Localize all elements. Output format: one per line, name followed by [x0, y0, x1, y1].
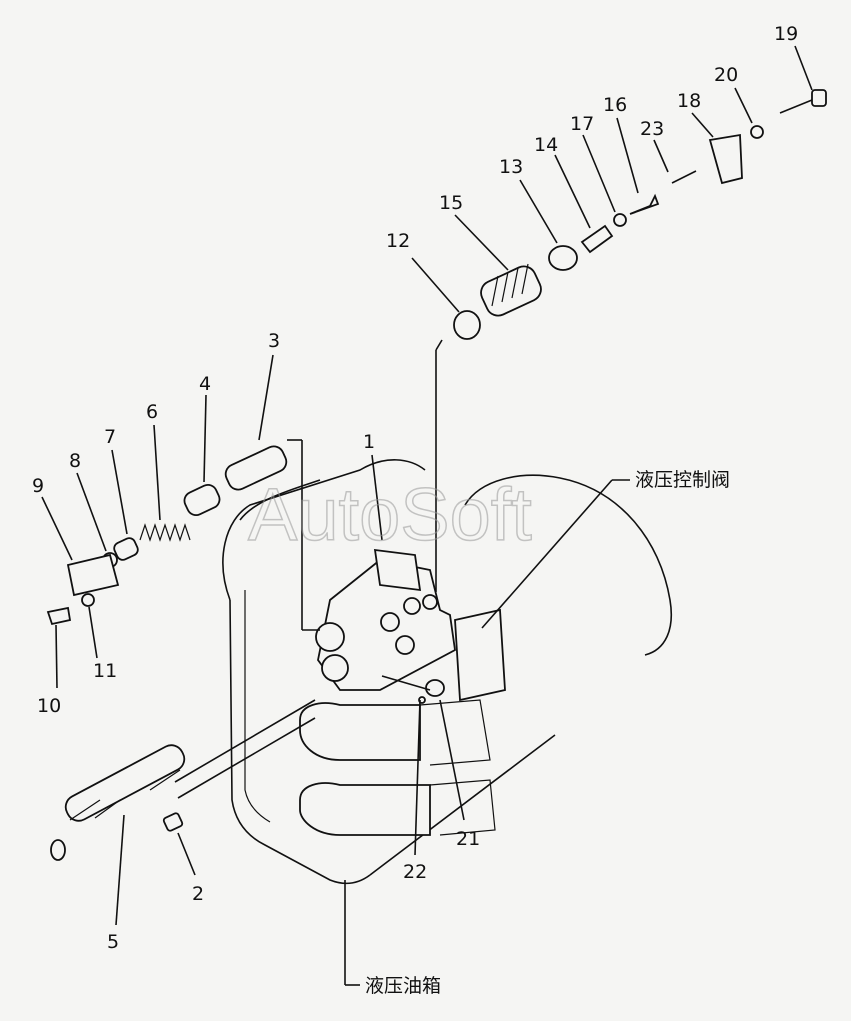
oring-21 [425, 679, 445, 697]
label-oil-tank: 液压油箱 [365, 975, 441, 997]
callout-21: 21 [456, 828, 480, 850]
callout-23: 23 [640, 118, 664, 140]
spring-15 [480, 263, 542, 317]
callout-10: 10 [37, 695, 61, 717]
callout-20: 20 [714, 64, 738, 86]
callout-11: 11 [93, 660, 117, 682]
bolt-10 [46, 606, 72, 626]
washer-11 [81, 593, 95, 607]
callout-13: 13 [499, 156, 523, 178]
bolt-19 [779, 89, 827, 114]
seat-7 [113, 537, 139, 561]
cover-18 [708, 133, 743, 185]
spool-assembly-5 [50, 744, 186, 861]
callout-5: 5 [107, 931, 119, 953]
callout-1: 1 [363, 431, 375, 453]
watermark: AutoSoft [248, 473, 532, 556]
callout-16: 16 [603, 94, 627, 116]
spring-6 [139, 523, 191, 542]
callout-12: 12 [386, 230, 410, 252]
plate-9 [66, 553, 120, 597]
pin-23 [671, 170, 697, 184]
callout-2: 2 [192, 883, 204, 905]
callout-22: 22 [403, 861, 427, 883]
callout-17: 17 [570, 113, 594, 135]
label-control-valve: 液压控制阀 [635, 469, 730, 491]
ring-17 [613, 213, 627, 227]
callout-15: 15 [439, 192, 463, 214]
callout-9: 9 [32, 475, 44, 497]
washer-13 [548, 245, 578, 271]
oil-tank-outline [222, 459, 672, 885]
callout-6: 6 [146, 401, 158, 423]
callout-7: 7 [104, 426, 116, 448]
collar-12 [435, 310, 481, 592]
callout-19: 19 [774, 23, 798, 45]
callout-18: 18 [677, 90, 701, 112]
stopper-14 [580, 224, 614, 254]
callout-4: 4 [199, 373, 211, 395]
plug-2 [162, 812, 184, 832]
screw-16 [629, 193, 660, 215]
callout-8: 8 [69, 450, 81, 472]
callout-14: 14 [534, 134, 558, 156]
control-valve-block [299, 548, 506, 836]
callout-3: 3 [268, 330, 280, 352]
clip-20 [750, 125, 764, 139]
collar-4 [183, 484, 221, 516]
sleeve-3 [224, 439, 320, 631]
leader-lines [41, 45, 813, 986]
